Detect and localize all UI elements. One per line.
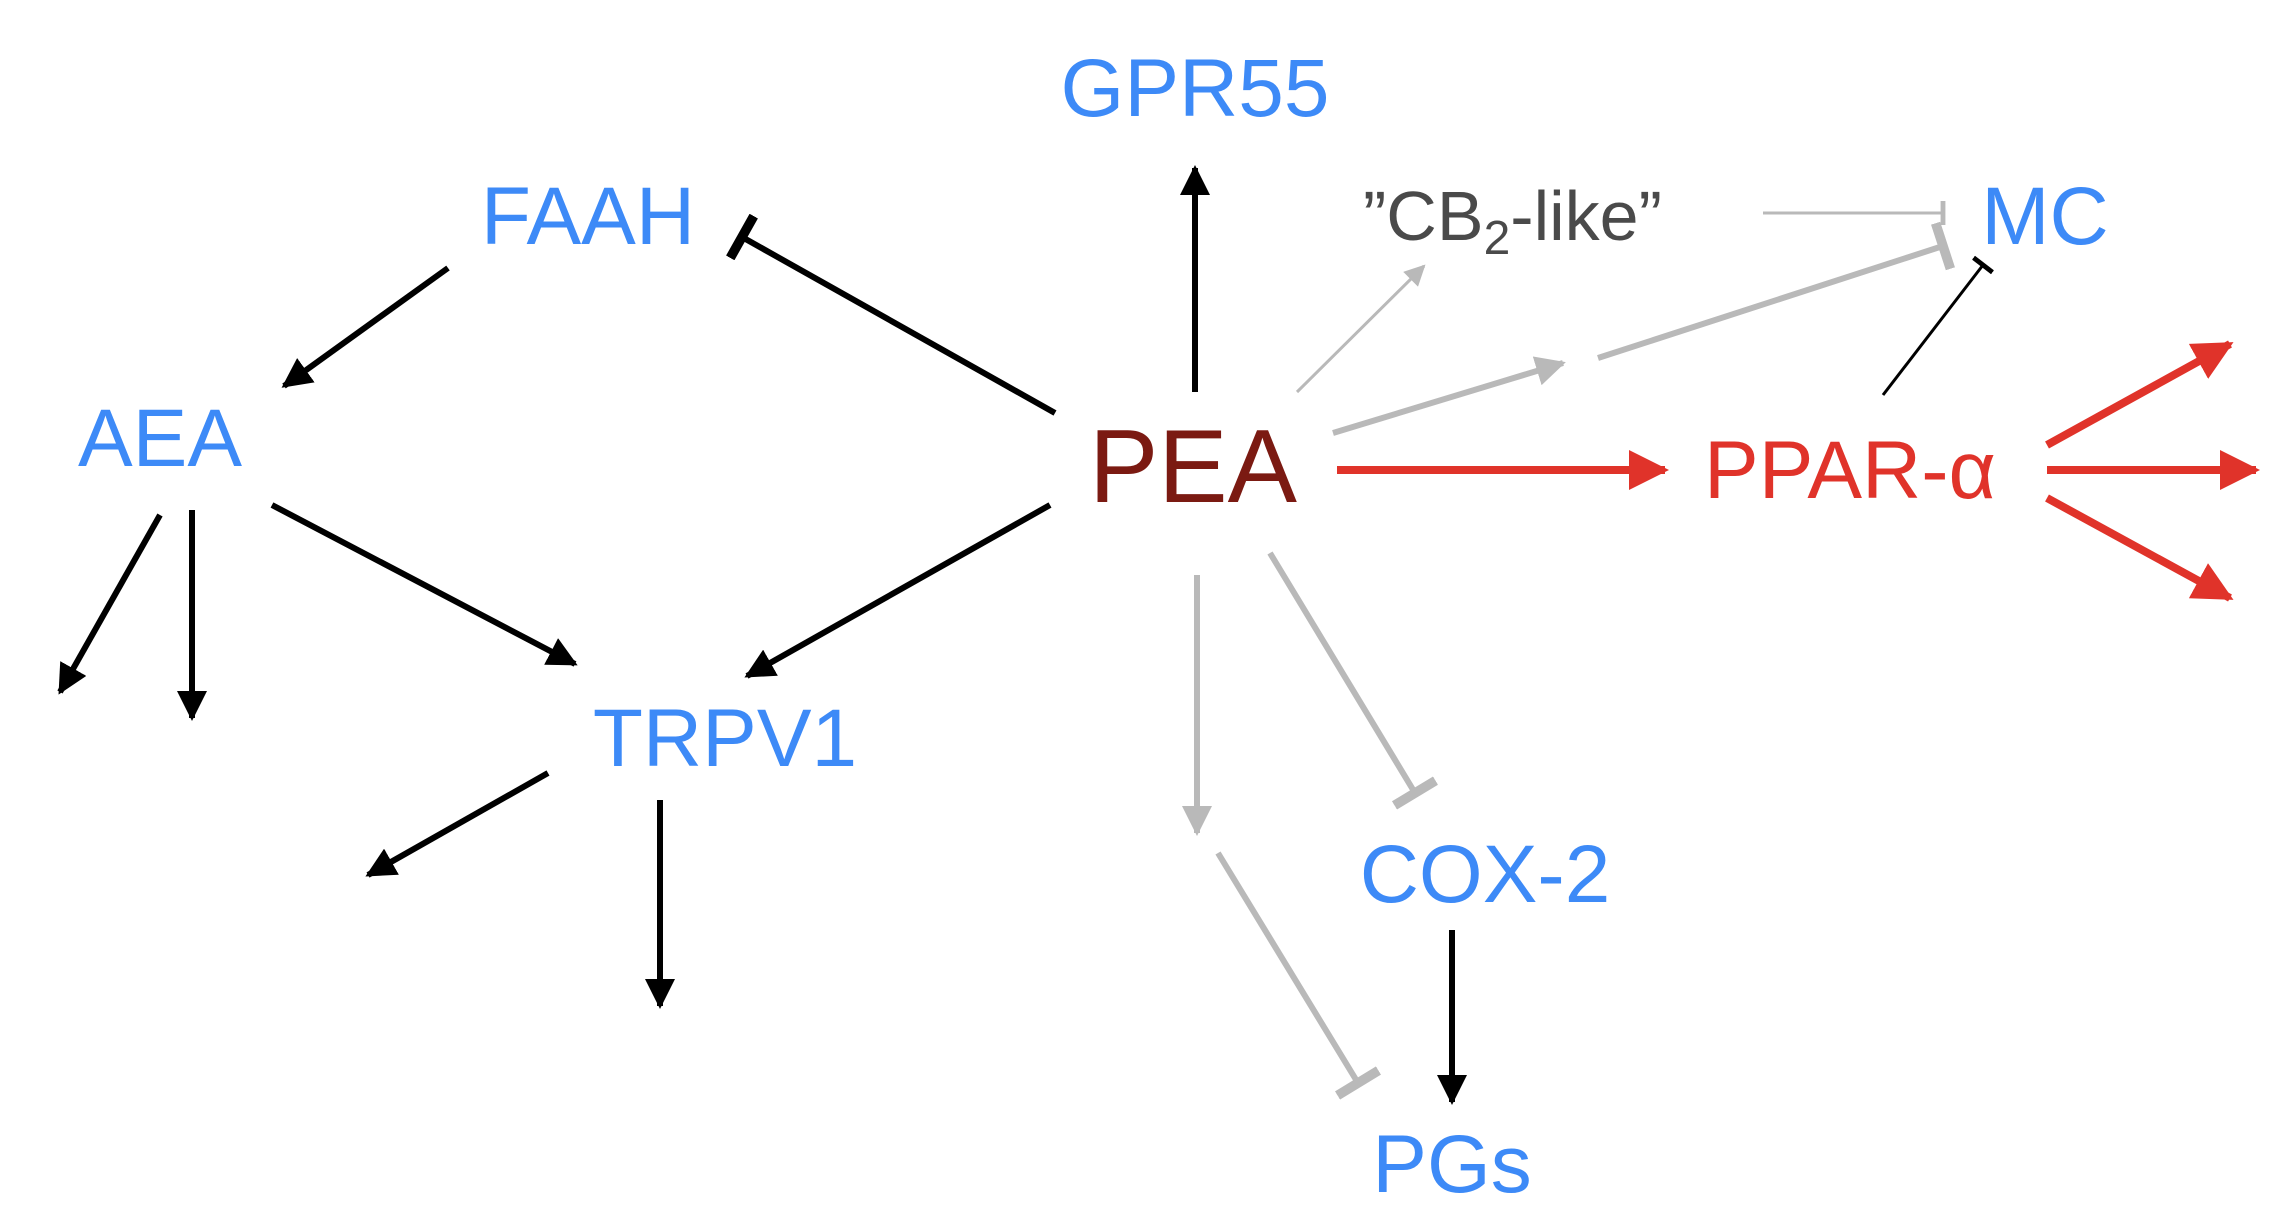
edge-aea-to-trpv1 bbox=[270, 502, 578, 667]
node-trpv1: TRPV1 bbox=[593, 693, 857, 784]
edge-pea-inhibits-cox2 bbox=[1267, 551, 1439, 810]
edge-inhibits-pgs bbox=[1215, 851, 1381, 1100]
node-ppar-alpha: PPAR-α bbox=[1704, 425, 1996, 516]
edge-ppar-out-up bbox=[2045, 340, 2234, 449]
edge-trpv1-out-left bbox=[365, 770, 550, 878]
node-aea: AEA bbox=[78, 393, 242, 484]
node-gpr55: GPR55 bbox=[1061, 43, 1330, 134]
edge-pea-inhibits-faah bbox=[726, 213, 1057, 416]
edge-pea-to-trpv1 bbox=[744, 502, 1052, 679]
node-cox2: COX-2 bbox=[1360, 829, 1611, 920]
node-mc: MC bbox=[1981, 171, 2109, 262]
node-cb2-like: ”CB2-like” bbox=[1363, 177, 1662, 265]
node-faah: FAAH bbox=[481, 171, 695, 262]
edge-intermediate-inhibits-mc bbox=[1597, 221, 1955, 361]
cb2-like-prefix: ”CB bbox=[1363, 177, 1484, 255]
edge-faah-to-aea bbox=[281, 265, 450, 389]
edge-pea-to-cb2-like bbox=[1295, 264, 1426, 394]
node-pgs: PGs bbox=[1372, 1119, 1531, 1210]
cb2-like-subscript: 2 bbox=[1484, 212, 1511, 265]
edge-ppar-out-down bbox=[2045, 494, 2234, 602]
node-pea: PEA bbox=[1089, 409, 1298, 525]
edge-aea-out-left bbox=[57, 513, 163, 695]
edge-ppar-inhibits-mc bbox=[1881, 255, 1994, 396]
edge-pea-to-intermediate bbox=[1332, 356, 1566, 436]
cb2-like-suffix: -like” bbox=[1510, 177, 1662, 255]
